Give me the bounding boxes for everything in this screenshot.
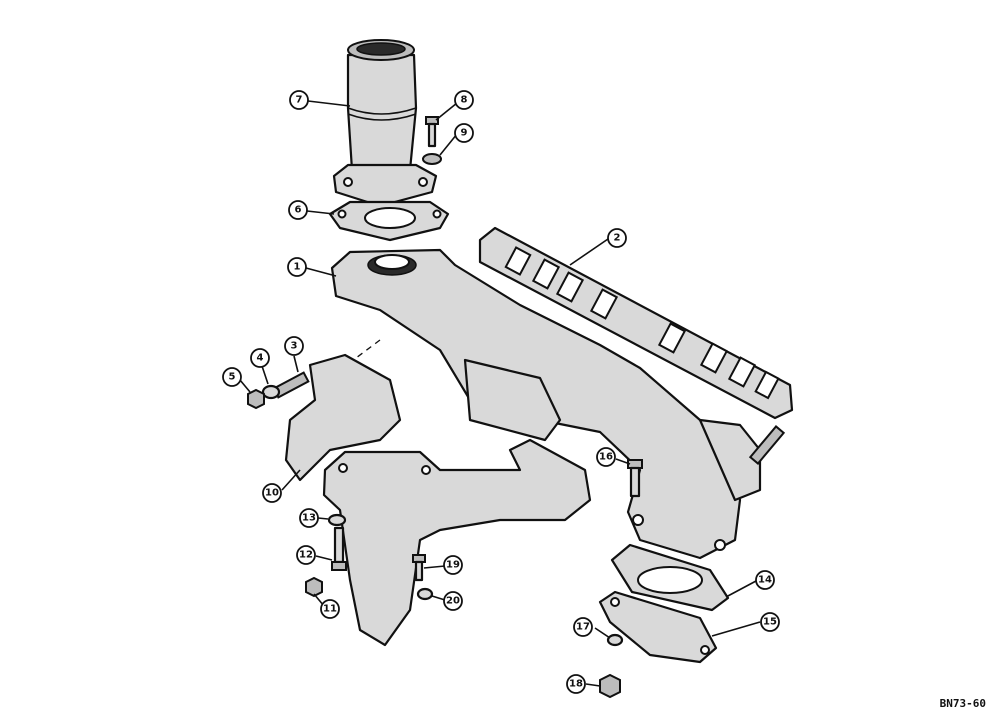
washer-part-4 — [261, 384, 281, 400]
callout-7: 7 — [289, 90, 309, 110]
callout-11: 11 — [320, 599, 340, 619]
nut-part-18 — [599, 673, 621, 699]
exhaust-manifold-part-10 — [284, 353, 592, 647]
callout-6: 6 — [288, 200, 308, 220]
manifold-gasket-part-2 — [478, 226, 794, 420]
svg-text:13: 13 — [302, 513, 316, 524]
nut-part-11 — [305, 576, 323, 598]
washer-part-17 — [606, 633, 624, 647]
gasket-part-6 — [328, 200, 450, 242]
svg-text:2: 2 — [614, 233, 621, 244]
svg-text:8: 8 — [461, 95, 468, 106]
svg-text:20: 20 — [446, 596, 460, 607]
callout-12: 12 — [296, 545, 316, 565]
figure-code: BN73-60 — [939, 697, 986, 710]
callout-20: 20 — [443, 591, 463, 611]
svg-text:18: 18 — [569, 679, 583, 690]
svg-text:4: 4 — [257, 353, 264, 364]
svg-text:15: 15 — [763, 617, 777, 628]
svg-text:12: 12 — [299, 550, 313, 561]
svg-text:19: 19 — [446, 560, 460, 571]
callout-5: 5 — [222, 367, 242, 387]
svg-text:3: 3 — [291, 341, 298, 352]
svg-text:1: 1 — [294, 262, 301, 273]
washer-part-20 — [416, 587, 434, 601]
svg-text:9: 9 — [461, 128, 468, 139]
callout-15: 15 — [760, 612, 780, 632]
gasket-part-14 — [610, 543, 730, 612]
callout-18: 18 — [566, 674, 586, 694]
callout-19: 19 — [443, 555, 463, 575]
svg-text:10: 10 — [265, 488, 279, 499]
bolt-part-16 — [627, 459, 643, 498]
svg-text:17: 17 — [576, 622, 590, 633]
svg-text:11: 11 — [323, 604, 337, 615]
exhaust-pipe-part — [332, 39, 438, 208]
leader-lines — [239, 100, 761, 687]
svg-text:5: 5 — [229, 372, 236, 383]
nut-part-5 — [247, 388, 265, 410]
callout-16: 16 — [596, 447, 616, 467]
callout-14: 14 — [755, 570, 775, 590]
callout-9: 9 — [454, 123, 474, 143]
callout-13: 13 — [299, 508, 319, 528]
bolt-part-12 — [331, 526, 347, 571]
bolt-part-8 — [425, 116, 439, 148]
callout-4: 4 — [250, 348, 270, 368]
stud-part-right — [748, 425, 786, 465]
svg-text:16: 16 — [599, 452, 613, 463]
washer-part-13 — [327, 513, 347, 527]
bolt-part-19 — [412, 554, 426, 582]
callout-17: 17 — [573, 617, 593, 637]
washer-part-9 — [422, 153, 442, 165]
callout-2: 2 — [607, 228, 627, 248]
flange-part-15 — [598, 590, 718, 664]
svg-text:6: 6 — [295, 205, 302, 216]
svg-text:14: 14 — [758, 575, 772, 586]
callout-8: 8 — [454, 90, 474, 110]
callout-10: 10 — [262, 483, 282, 503]
callout-1: 1 — [287, 257, 307, 277]
callout-3: 3 — [284, 336, 304, 356]
svg-text:7: 7 — [296, 95, 303, 106]
